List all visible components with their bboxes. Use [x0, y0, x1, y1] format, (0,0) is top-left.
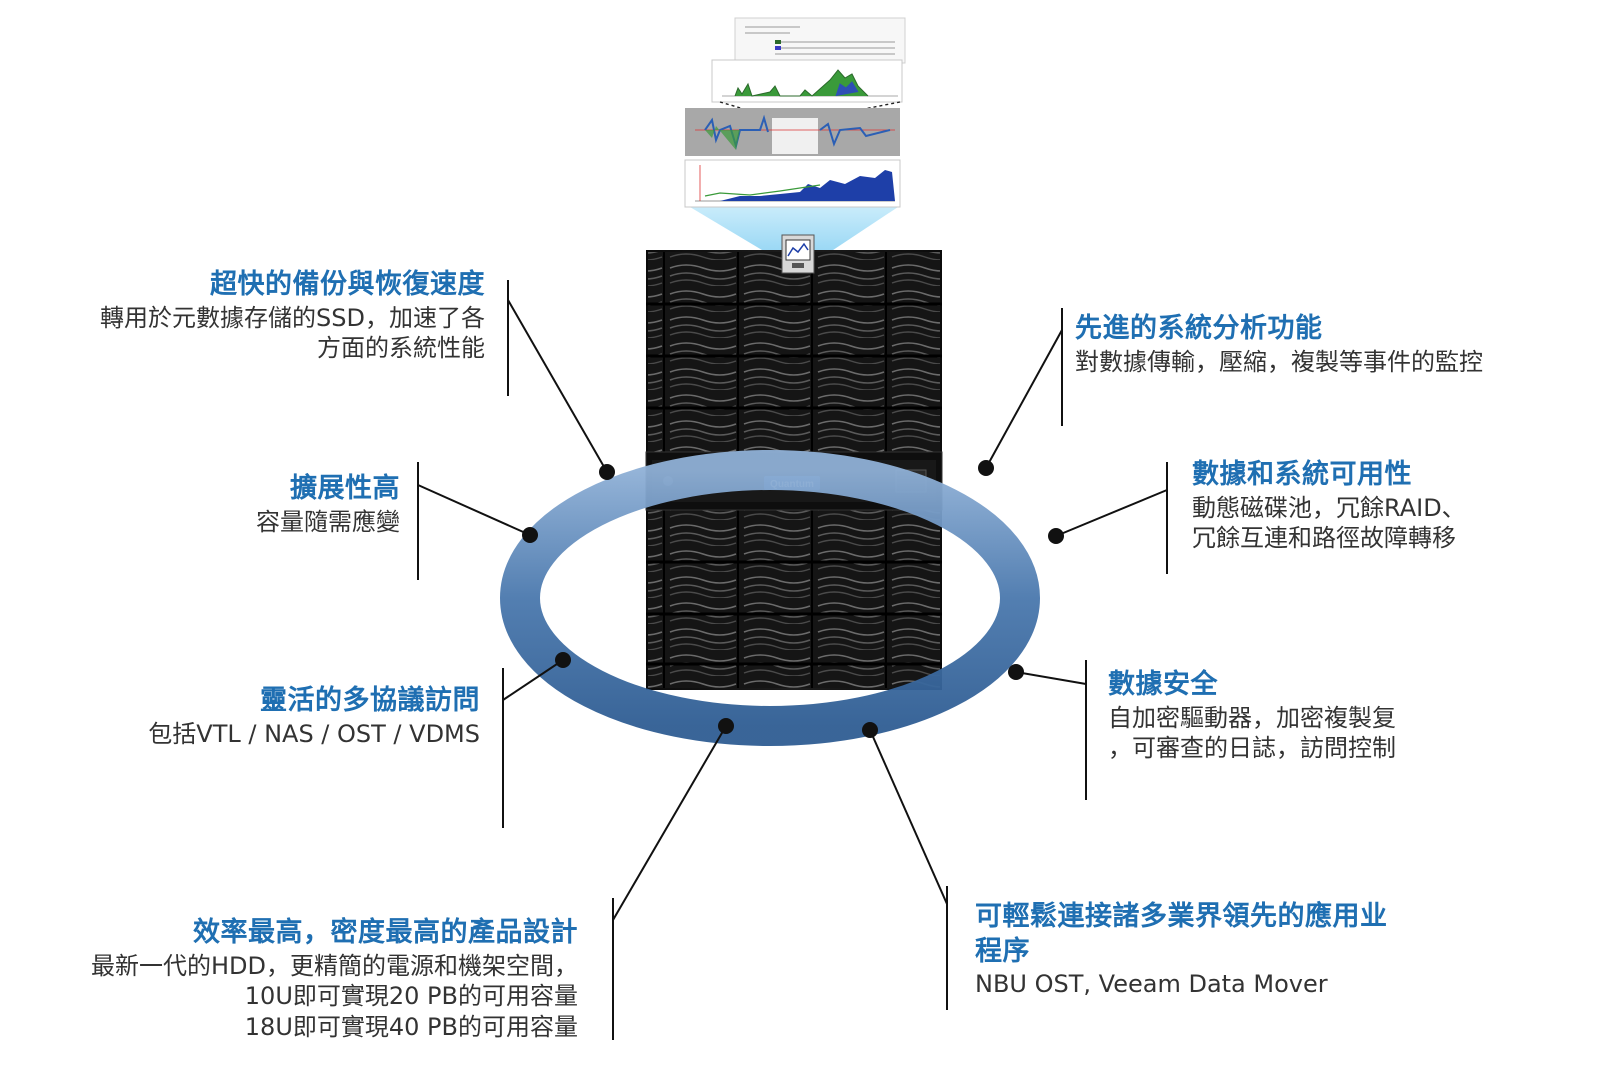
feature-title: 效率最高，密度最高的產品設計	[193, 917, 578, 948]
feature-desc-line: ，可審查的日誌，訪問控制	[1108, 734, 1396, 763]
feature-app-integration: 可輕鬆連接諸多業界領先的應用业 程序 NBU OST, Veeam Data M…	[975, 900, 1535, 1000]
feature-desc-line: 方面的系統性能	[317, 334, 485, 363]
feature-title: 靈活的多協議訪問	[260, 685, 480, 716]
feature-desc-line: 10U即可實現20 PB的可用容量	[244, 982, 578, 1011]
feature-title: 可輕鬆連接諸多業界領先的應用业	[975, 901, 1388, 932]
feature-availability: 數據和系統可用性 動態磁碟池，冗餘RAID、 冗餘互連和路徑故障轉移	[1192, 458, 1592, 554]
ring	[500, 450, 1040, 746]
feature-desc-line: NBU OST, Veeam Data Mover	[975, 970, 1328, 999]
feature-desc-line: 對數據傳輸，壓縮，複製等事件的監控	[1075, 347, 1483, 376]
feature-desc-line: 容量隨需應變	[256, 507, 400, 536]
feature-backup-speed: 超快的備份與恢復速度 轉用於元數據存儲的SSD，加速了各 方面的系統性能	[15, 268, 485, 364]
feature-protocol-access: 靈活的多協議訪問 包括VTL / NAS / OST / VDMS	[60, 684, 480, 749]
feature-title: 先進的系統分析功能	[1075, 313, 1323, 344]
feature-title: 超快的備份與恢復速度	[210, 269, 485, 300]
ring-dots	[522, 460, 1064, 738]
feature-desc-line: 轉用於元數據存儲的SSD，加速了各	[100, 303, 485, 332]
feature-title-continued: 程序	[975, 935, 1030, 967]
feature-desc-line: 包括VTL / NAS / OST / VDMS	[148, 719, 480, 748]
feature-analytics: 先進的系統分析功能 對數據傳輸，壓縮，複製等事件的監控	[1075, 312, 1595, 377]
feature-title: 數據安全	[1108, 669, 1218, 700]
feature-desc-line: 動態磁碟池，冗餘RAID、	[1192, 493, 1466, 522]
monitoring-charts-panel	[684, 17, 906, 262]
feature-desc-line: 自加密驅動器，加密複製复	[1108, 703, 1396, 732]
feature-title: 數據和系統可用性	[1192, 459, 1412, 490]
feature-efficiency: 效率最高，密度最高的產品設計 最新一代的HDD，更精簡的電源和機架空間， 10U…	[3, 916, 578, 1043]
feature-title: 擴展性高	[290, 473, 400, 504]
feature-security: 數據安全 自加密驅動器，加密複製复 ，可審查的日誌，訪問控制	[1108, 668, 1548, 764]
feature-scalability: 擴展性高 容量隨需應變	[100, 472, 400, 537]
feature-desc-line: 冗餘互連和路徑故障轉移	[1192, 524, 1456, 553]
feature-desc-line: 最新一代的HDD，更精簡的電源和機架空間，	[90, 951, 578, 980]
report-sheet	[734, 17, 906, 64]
connector-lines	[417, 280, 1168, 1040]
feature-desc-line: 18U即可實現40 PB的可用容量	[244, 1012, 578, 1041]
